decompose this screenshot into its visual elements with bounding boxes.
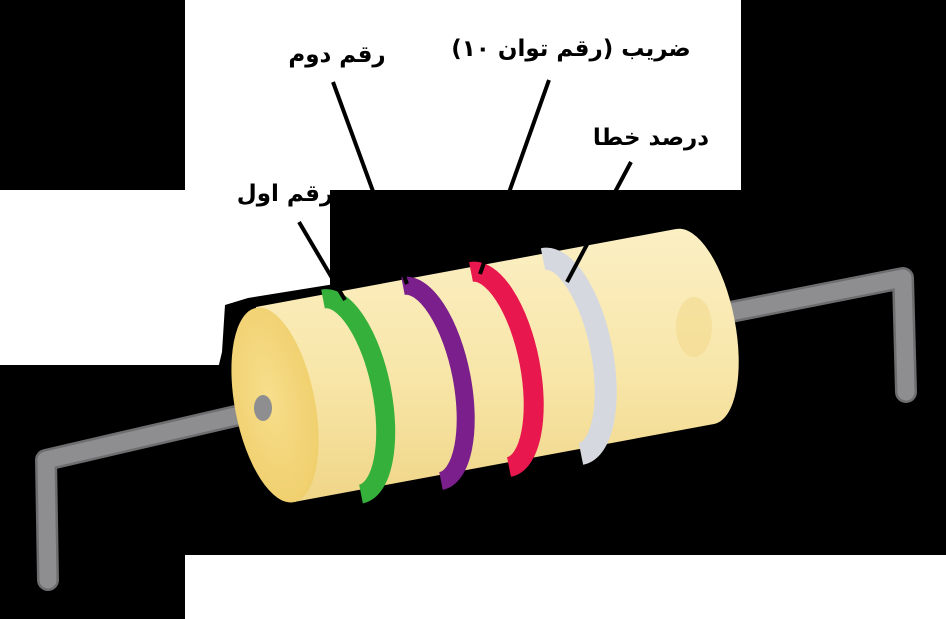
body-left-cap (231, 307, 319, 503)
label-second-digit: رقم دوم (288, 42, 385, 68)
pointer-tolerance (565, 161, 633, 283)
label-tolerance: درصد خطا (593, 125, 709, 151)
label-panel-bottom (185, 555, 946, 619)
lead-wires (35, 267, 917, 591)
band-multiplier (469, 261, 544, 477)
pointer-multiplier (478, 79, 551, 275)
pointer-second-digit (331, 81, 409, 285)
body-right-end-shade (676, 297, 712, 357)
band-tolerance (540, 247, 617, 465)
left-lead-core (37, 399, 279, 589)
pointer-lines (297, 79, 633, 302)
pointer-first-digit (297, 220, 347, 302)
band-second-digit (401, 276, 475, 490)
band-first-digit (321, 289, 396, 504)
right-lead-core (681, 269, 915, 401)
label-panel-top (185, 0, 741, 190)
color-bands (321, 247, 617, 504)
label-first-digit: رقم اول (237, 181, 333, 207)
lead-stub (254, 395, 272, 421)
label-multiplier: ضریب (رقم توان ۱۰) (451, 36, 691, 62)
band-labels: رقم اول رقم دوم ضریب (رقم توان ۱۰) درصد … (237, 36, 710, 207)
